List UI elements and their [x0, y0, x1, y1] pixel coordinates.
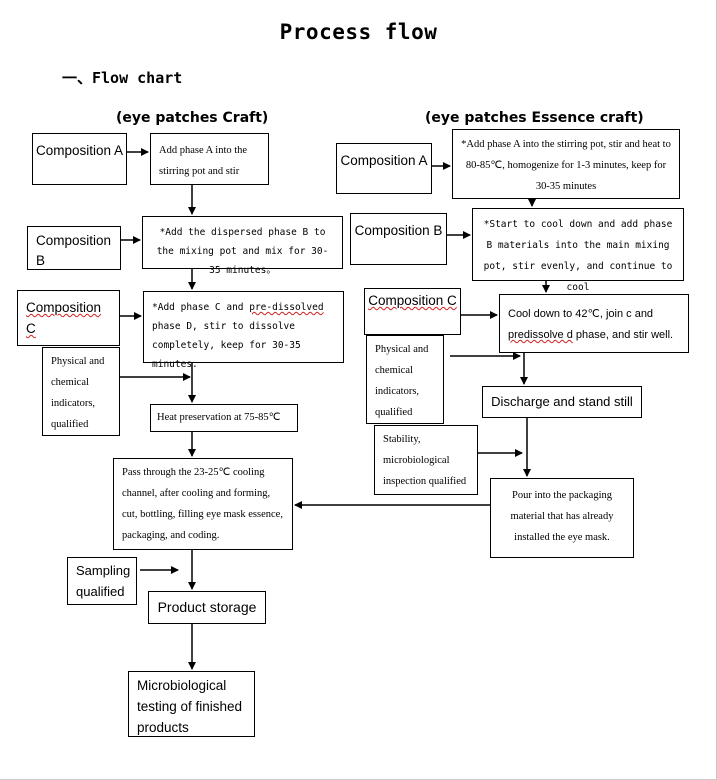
left-composition-c-box: Composition C [17, 290, 120, 346]
left-composition-a-box: Composition A [32, 133, 127, 185]
left-qc-physical-chemical-text: Physical and chemical indicators, qualif… [51, 356, 105, 430]
left-product-storage-text: Product storage [157, 599, 257, 615]
left-step-add-phase-a-text: Add phase A into the stirring pot and st… [159, 145, 248, 177]
left-step-heat-preservation: Heat preservation at 75-85℃ [150, 404, 298, 432]
right-composition-c-label: Composition C [368, 293, 457, 308]
right-composition-c-box: Composition C [364, 288, 461, 335]
left-qc-physical-chemical-box: Physical and chemical indicators, qualif… [42, 347, 120, 436]
left-step-heat-preservation-text: Heat preservation at 75-85℃ [157, 412, 281, 423]
right-pour-packaging-box: Pour into the packaging material that ha… [490, 478, 634, 558]
left-step3-text-b: pre-dissolved [249, 302, 324, 313]
right-column-header: (eye patches Essence craft) [425, 110, 644, 126]
left-step-add-phase-c-d: *Add phase C and pre-dissolved phase D, … [143, 291, 344, 370]
right-qc-stability-box: Stability, microbiological inspection qu… [374, 425, 478, 495]
right-step3-text-a: Cool down to 42℃, join c and [508, 308, 654, 320]
left-step-add-phase-b-text: *Add the dispersed phase B to the mixing… [156, 227, 329, 276]
right-discharge-text: Discharge and stand still [491, 394, 633, 409]
right-step3-text-c: phase, and stir well. [572, 329, 674, 341]
left-column-header: (eye patches Craft) [116, 110, 269, 126]
left-sampling-qualified-text: Sampling qualified [76, 563, 131, 599]
left-step-cooling-channel: Pass through the 23-25℃ cooling channel,… [113, 458, 293, 550]
right-step-cool-42: Cool down to 42℃, join c and predissolve… [499, 294, 689, 353]
right-qc-physical-chemical-text: Physical and chemical indicators, qualif… [375, 344, 429, 418]
left-sampling-qualified-box: Sampling qualified [67, 557, 137, 605]
right-discharge-box: Discharge and stand still [482, 386, 642, 418]
right-step-add-phase-a: *Add phase A into the stirring pot, stir… [452, 129, 680, 199]
left-product-storage-box: Product storage [148, 591, 266, 624]
left-step-add-phase-a: Add phase A into the stirring pot and st… [150, 133, 269, 185]
right-qc-stability-text: Stability, microbiological inspection qu… [383, 434, 467, 487]
left-composition-b-label: Composition B [36, 233, 112, 268]
left-step-add-phase-b: *Add the dispersed phase B to the mixing… [142, 216, 343, 276]
left-composition-a-label: Composition A [35, 143, 124, 158]
left-composition-b-box: Composition B [27, 226, 121, 270]
left-micro-testing-text: Microbiological testing of finished prod… [137, 678, 243, 735]
page-title: Process flow [279, 20, 438, 44]
right-composition-a-box: Composition A [336, 143, 432, 194]
left-step-cooling-channel-text: Pass through the 23-25℃ cooling channel,… [122, 467, 283, 541]
left-step3-text-a: *Add phase C and [152, 302, 250, 313]
left-step3-text-c: phase D, stir to dissolve completely, ke… [152, 321, 301, 370]
right-composition-a-label: Composition A [340, 153, 428, 168]
section-heading: 一、Flow chart [62, 69, 183, 87]
right-step-add-phase-b-text: *Start to cool down and add phase B mate… [483, 219, 673, 293]
right-step-add-phase-b: *Start to cool down and add phase B mate… [472, 208, 684, 293]
right-pour-packaging-text: Pour into the packaging material that ha… [510, 490, 614, 543]
right-step-add-phase-a-text: *Add phase A into the stirring pot, stir… [461, 139, 671, 192]
left-composition-c-label: Composition C [26, 300, 102, 336]
right-qc-physical-chemical-box: Physical and chemical indicators, qualif… [366, 335, 444, 424]
right-step3-text-b: predissolve d [508, 329, 573, 341]
left-micro-testing-box: Microbiological testing of finished prod… [128, 671, 255, 737]
right-composition-b-label: Composition B [354, 223, 443, 238]
right-composition-b-box: Composition B [350, 213, 447, 265]
